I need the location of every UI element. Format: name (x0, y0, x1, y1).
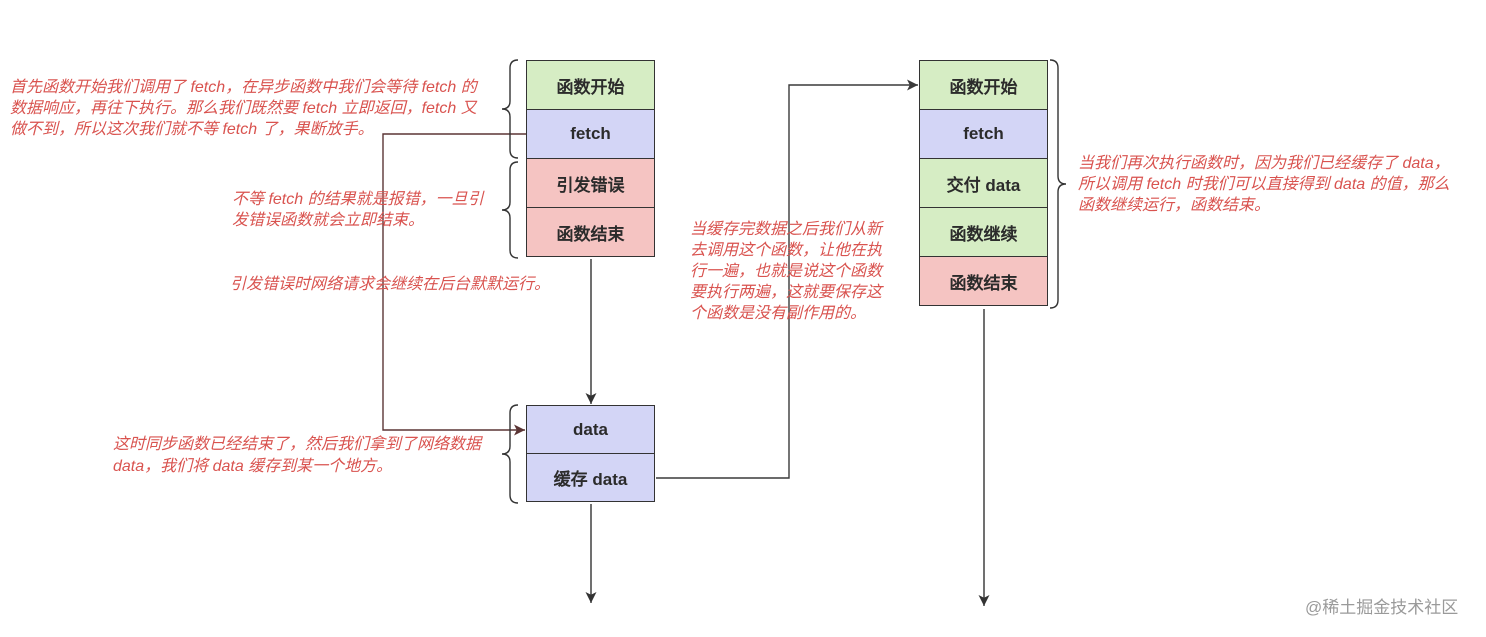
note-line: 个函数是没有副作用的。 (690, 305, 867, 322)
note-line: 数据响应，再往下执行。那么我们既然要 fetch 立即返回，fetch 又 (10, 100, 477, 117)
left-flow-stack: 函数开始 fetch 引发错误 函数结束 (526, 60, 655, 257)
box-function-end-rerun: 函数结束 (920, 256, 1047, 305)
box-fetch: fetch (527, 109, 654, 158)
note-line: 引发错误时网络请求会继续在后台默默运行。 (230, 276, 551, 293)
box-function-continue: 函数继续 (920, 207, 1047, 256)
note-line: 去调用这个函数，让他在执 (690, 242, 883, 259)
note-rerun-function: 当缓存完数据之后我们从新 去调用这个函数，让他在执 行一遍，也就是说这个函数 要… (690, 219, 882, 324)
box-cache-data: 缓存 data (527, 453, 654, 501)
box-function-start-rerun: 函数开始 (920, 61, 1047, 109)
note-line: 行一遍，也就是说这个函数 (690, 263, 883, 280)
brace-data-cache (501, 404, 519, 504)
brace-rerun-stack (1049, 59, 1067, 309)
brace-start-fetch (501, 59, 519, 159)
note-await-fetch: 首先函数开始我们调用了 fetch，在异步函数中我们会等待 fetch 的 数据… (10, 77, 477, 140)
note-line: 要执行两遍，这就要保存这 (690, 284, 883, 301)
note-request-continues: 引发错误时网络请求会继续在后台默默运行。 (230, 274, 550, 295)
note-line: 所以调用 fetch 时我们可以直接得到 data 的值，那么 (1078, 176, 1450, 193)
note-line: 这时同步函数已经结束了，然后我们拿到了网络数据 (113, 436, 482, 453)
box-function-start: 函数开始 (527, 61, 654, 109)
data-cache-stack: data 缓存 data (526, 405, 655, 502)
note-line: 当缓存完数据之后我们从新 (690, 221, 883, 238)
note-error-ends-function: 不等 fetch 的结果就是报错，一旦引 发错误函数就会立即结束。 (232, 189, 484, 231)
note-line: 首先函数开始我们调用了 fetch，在异步函数中我们会等待 fetch 的 (10, 79, 477, 96)
box-raise-error: 引发错误 (527, 158, 654, 207)
note-line: 函数继续运行，函数结束。 (1078, 197, 1271, 214)
connector-fetch-to-data (382, 133, 526, 436)
note-line: 不等 fetch 的结果就是报错，一旦引 (232, 191, 484, 208)
note-line: 发错误函数就会立即结束。 (232, 212, 425, 229)
brace-error-end (501, 161, 519, 259)
note-line: data，我们将 data 缓存到某一个地方。 (113, 458, 393, 475)
note-line: 做不到，所以这次我们就不等 fetch 了，果断放手。 (10, 121, 374, 138)
rerun-flow-stack: 函数开始 fetch 交付 data 函数继续 函数结束 (919, 60, 1048, 306)
box-deliver-data: 交付 data (920, 158, 1047, 207)
note-data-cached: 这时同步函数已经结束了，然后我们拿到了网络数据 data，我们将 data 缓存… (113, 434, 481, 478)
box-fetch-rerun: fetch (920, 109, 1047, 158)
box-data: data (527, 406, 654, 453)
note-line: 当我们再次执行函数时，因为我们已经缓存了 data， (1078, 155, 1450, 172)
watermark: @稀土掘金技术社区 (1305, 598, 1459, 617)
box-function-end: 函数结束 (527, 207, 654, 256)
note-second-run: 当我们再次执行函数时，因为我们已经缓存了 data， 所以调用 fetch 时我… (1078, 153, 1450, 216)
connector-cache-to-rerun (656, 79, 918, 479)
